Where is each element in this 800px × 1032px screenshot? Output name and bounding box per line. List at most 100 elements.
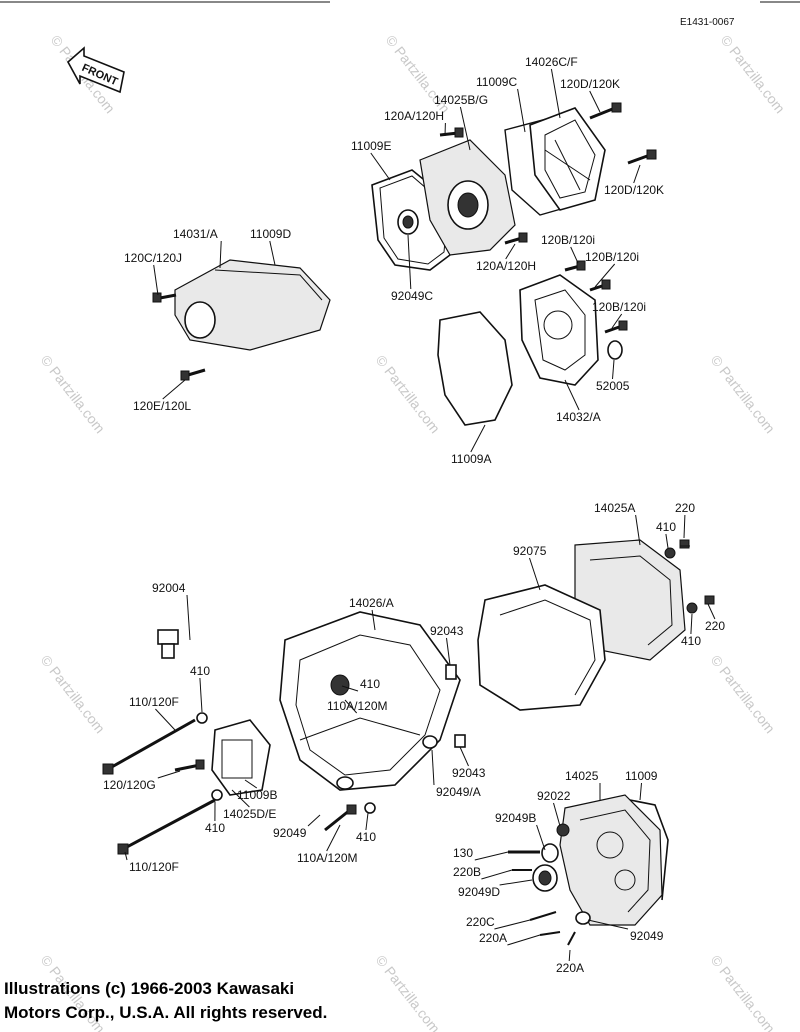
pin-92043-top	[445, 664, 457, 680]
part-label: 120C/120J	[124, 251, 182, 265]
watermark-text: © Partzilla.com	[38, 652, 109, 736]
cover-14025de	[211, 719, 271, 796]
cover-14031a	[174, 259, 331, 351]
leader-line	[371, 609, 376, 631]
leader-line	[344, 699, 358, 714]
seal-92049-lower	[575, 911, 591, 925]
bolt-220-right	[704, 595, 715, 605]
part-label: 14031/A	[173, 227, 218, 241]
part-label: 120D/120K	[604, 183, 664, 197]
part-label: 410	[656, 520, 676, 534]
leader-line	[199, 677, 203, 713]
leader-line	[550, 68, 561, 119]
leader-line	[326, 824, 341, 852]
bolt-120b-3	[604, 320, 628, 334]
part-label: 14025D/E	[223, 807, 276, 821]
part-label: 92049C	[391, 289, 433, 303]
part-label: 130	[453, 846, 473, 860]
bolt-120b-2	[589, 279, 611, 292]
bolt-110-120f-bottom	[117, 798, 216, 855]
leader-line	[529, 557, 541, 591]
copyright-line-1: Illustrations (c) 1966-2003 Kawasaki	[4, 979, 295, 998]
leader-line	[635, 514, 641, 546]
part-label: 120A/120H	[476, 259, 536, 273]
leader-line	[665, 533, 669, 549]
leader-line	[365, 812, 369, 831]
leader-line	[594, 263, 616, 288]
leader-line	[459, 746, 469, 767]
part-label: 92022	[537, 789, 571, 803]
cover-14032a	[519, 274, 599, 386]
part-label: 220A	[479, 931, 507, 945]
leader-line	[639, 782, 642, 801]
part-label: 92049/A	[436, 785, 481, 799]
bolt-120b-1	[564, 260, 586, 272]
leader-lines	[124, 68, 716, 962]
part-label: 92004	[152, 581, 186, 595]
leader-line	[155, 708, 176, 731]
leader-line	[507, 934, 541, 946]
leader-line	[536, 824, 546, 851]
cover-14026cf	[529, 107, 606, 211]
leader-line	[612, 359, 615, 380]
leader-line	[459, 106, 471, 151]
cover-92075	[477, 584, 606, 711]
leader-line	[407, 234, 412, 290]
leader-line	[587, 919, 629, 930]
leader-line	[370, 152, 391, 181]
leader-line	[470, 424, 486, 453]
leader-line	[564, 379, 580, 411]
leader-line	[707, 603, 716, 620]
cover-14026a	[279, 611, 461, 791]
watermark-text: © Partzilla.com	[708, 952, 779, 1032]
leader-line	[219, 240, 222, 269]
part-label: 14025A	[594, 501, 635, 515]
bolt-120a-mid	[504, 232, 528, 245]
leader-line	[553, 802, 561, 827]
part-label: 110/120F	[129, 860, 179, 874]
leader-line	[341, 685, 359, 692]
leader-line	[157, 770, 181, 779]
leader-line	[244, 779, 258, 789]
part-label: 410	[360, 677, 380, 691]
bolt-220a-2	[567, 931, 576, 946]
watermark-text: © Partzilla.com	[38, 352, 109, 436]
leader-line	[494, 919, 531, 930]
bolt-110a-lower	[324, 804, 357, 832]
part-label: 14025B/G	[434, 93, 488, 107]
part-label: 92075	[513, 544, 547, 558]
watermark-text: © Partzilla.com	[718, 32, 789, 116]
part-label: 11009C	[476, 75, 517, 89]
bolt-120e	[180, 368, 206, 381]
seal-92049	[336, 776, 354, 790]
part-label: 11009E	[351, 139, 391, 153]
washer-410-lower	[364, 802, 376, 814]
part-label: 11009A	[451, 452, 491, 466]
copyright-notice: Illustrations (c) 1966-2003 Kawasaki Mot…	[4, 977, 327, 1025]
part-label: 120D/120K	[560, 77, 620, 91]
bolt-120a-top	[439, 127, 464, 138]
washer-410-right	[686, 602, 698, 614]
part-label: 14025	[565, 769, 599, 783]
leader-line	[499, 879, 533, 886]
gasket-11009a	[437, 311, 513, 426]
watermark-text: © Partzilla.com	[708, 352, 779, 436]
leader-line	[153, 264, 159, 296]
part-label: 92049	[273, 826, 307, 840]
seal-92049c	[397, 209, 419, 235]
leader-line	[570, 246, 579, 264]
part-label: 220	[675, 501, 695, 515]
cover-14025	[559, 794, 663, 926]
leader-line	[186, 594, 191, 641]
part-label: 14032/A	[556, 410, 601, 424]
copyright-line-2: Motors Corp., U.S.A. All rights reserved…	[4, 1003, 328, 1022]
seal-92049b	[541, 843, 559, 863]
leader-line	[683, 514, 686, 539]
part-label: 410	[205, 821, 225, 835]
washer-410-left	[196, 712, 208, 724]
part-label: 11009	[625, 769, 658, 783]
part-label: 11009D	[250, 227, 291, 241]
seal-52005	[607, 340, 623, 360]
